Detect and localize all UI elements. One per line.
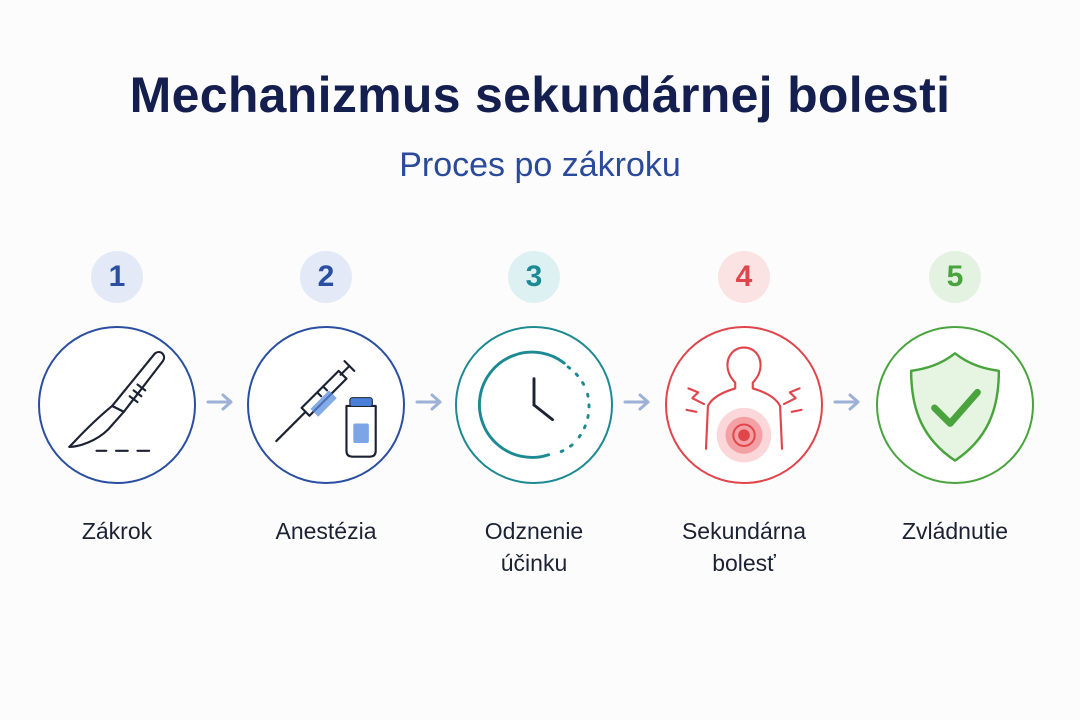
step-5-label-line-1: Zvládnutie [901,518,1009,544]
step-1-label: Zákrok [27,515,207,547]
shield-check-icon [909,352,1001,462]
step-3-label-line-1: Odznenie [484,518,584,544]
diagram-title: Mechanizmus sekundárnej bolesti [129,67,951,123]
arrow-right-icon [833,393,860,411]
step-2-number-badge: 2 [300,251,352,303]
step-2-circle [247,326,405,484]
arrow-right-icon [415,393,442,411]
step-1-label-line-1: Zákrok [81,518,153,544]
step-4-number-badge: 4 [718,251,770,303]
step-1-circle [38,326,196,484]
body-pain-icon [685,346,803,463]
diagram-subtitle: Proces po zákroku [399,146,681,184]
step-4-circle [665,326,823,484]
arrow-right-icon [623,393,650,411]
syringe-vial-icon [275,360,377,458]
step-5-circle [876,326,1034,484]
step-3-label: Odznenie účinku [444,515,624,579]
scalpel-icon [68,351,166,452]
step-5-label: Zvládnutie [865,515,1045,547]
step-1-number-badge: 1 [91,251,143,303]
step-4-label: Sekundárna bolesť [654,515,834,579]
step-3-circle [455,326,613,484]
step-2-label: Anestézia [236,515,416,547]
step-4-label-line-2: bolesť [712,550,776,576]
step-3-label-line-2: účinku [500,550,568,576]
arrow-right-icon [206,393,233,411]
step-2-label-line-1: Anestézia [275,518,377,544]
clock-icon [478,350,591,459]
step-5-number-badge: 5 [929,251,981,303]
step-4-label-line-1: Sekundárna [681,518,807,544]
step-3-number-badge: 3 [508,251,560,303]
